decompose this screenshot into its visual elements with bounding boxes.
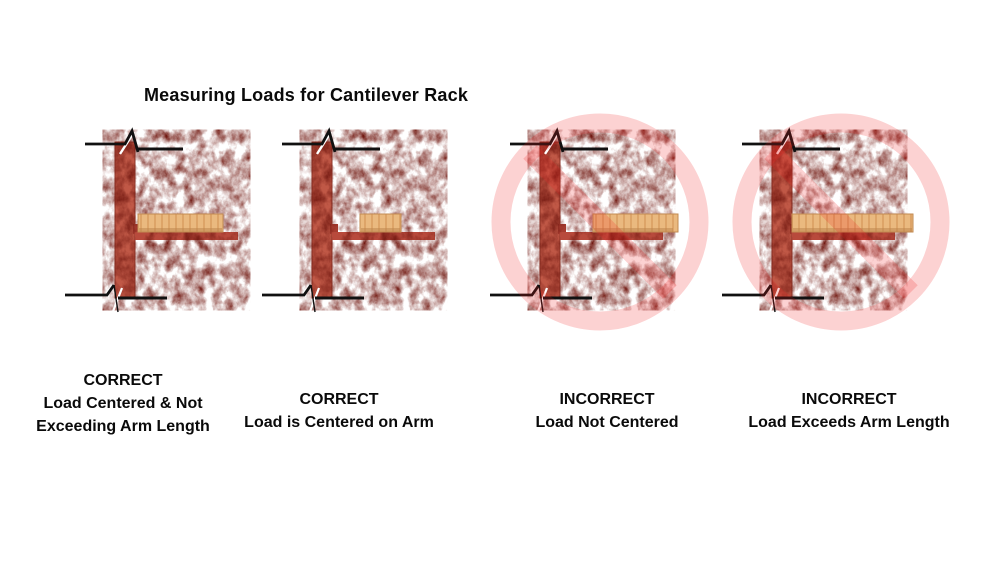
panel-4-incorrect-diagram	[722, 123, 940, 321]
caption-line: Exceeding Arm Length	[36, 418, 210, 435]
caption-panel-3: INCORRECT Load Not Centered	[535, 388, 678, 434]
load-block	[137, 213, 224, 233]
caption-line: Load Not Centered	[535, 414, 679, 431]
rack-upright-arm	[262, 131, 435, 314]
caption-line: Load Exceeds Arm Length	[748, 414, 950, 431]
load-block	[359, 213, 402, 233]
caption-line: Load Centered & Not	[43, 395, 203, 412]
caption-panel-2: CORRECT Load is Centered on Arm	[244, 388, 434, 434]
figure-title: Measuring Loads for Cantilever Rack	[143, 85, 469, 105]
verdict-label: INCORRECT	[801, 391, 897, 408]
caption-line: Load is Centered on Arm	[244, 414, 434, 431]
verdict-label: CORRECT	[299, 391, 379, 408]
caption-panel-4: INCORRECT Load Exceeds Arm Length	[748, 388, 949, 434]
panel-1-correct-diagram	[65, 131, 238, 314]
verdict-label: INCORRECT	[559, 391, 655, 408]
caption-panel-1: CORRECT Load Centered & Not Exceeding Ar…	[36, 369, 210, 438]
panel-3-incorrect-diagram	[490, 123, 699, 321]
verdict-label: CORRECT	[83, 372, 163, 389]
panel-2-correct-diagram	[262, 131, 435, 314]
